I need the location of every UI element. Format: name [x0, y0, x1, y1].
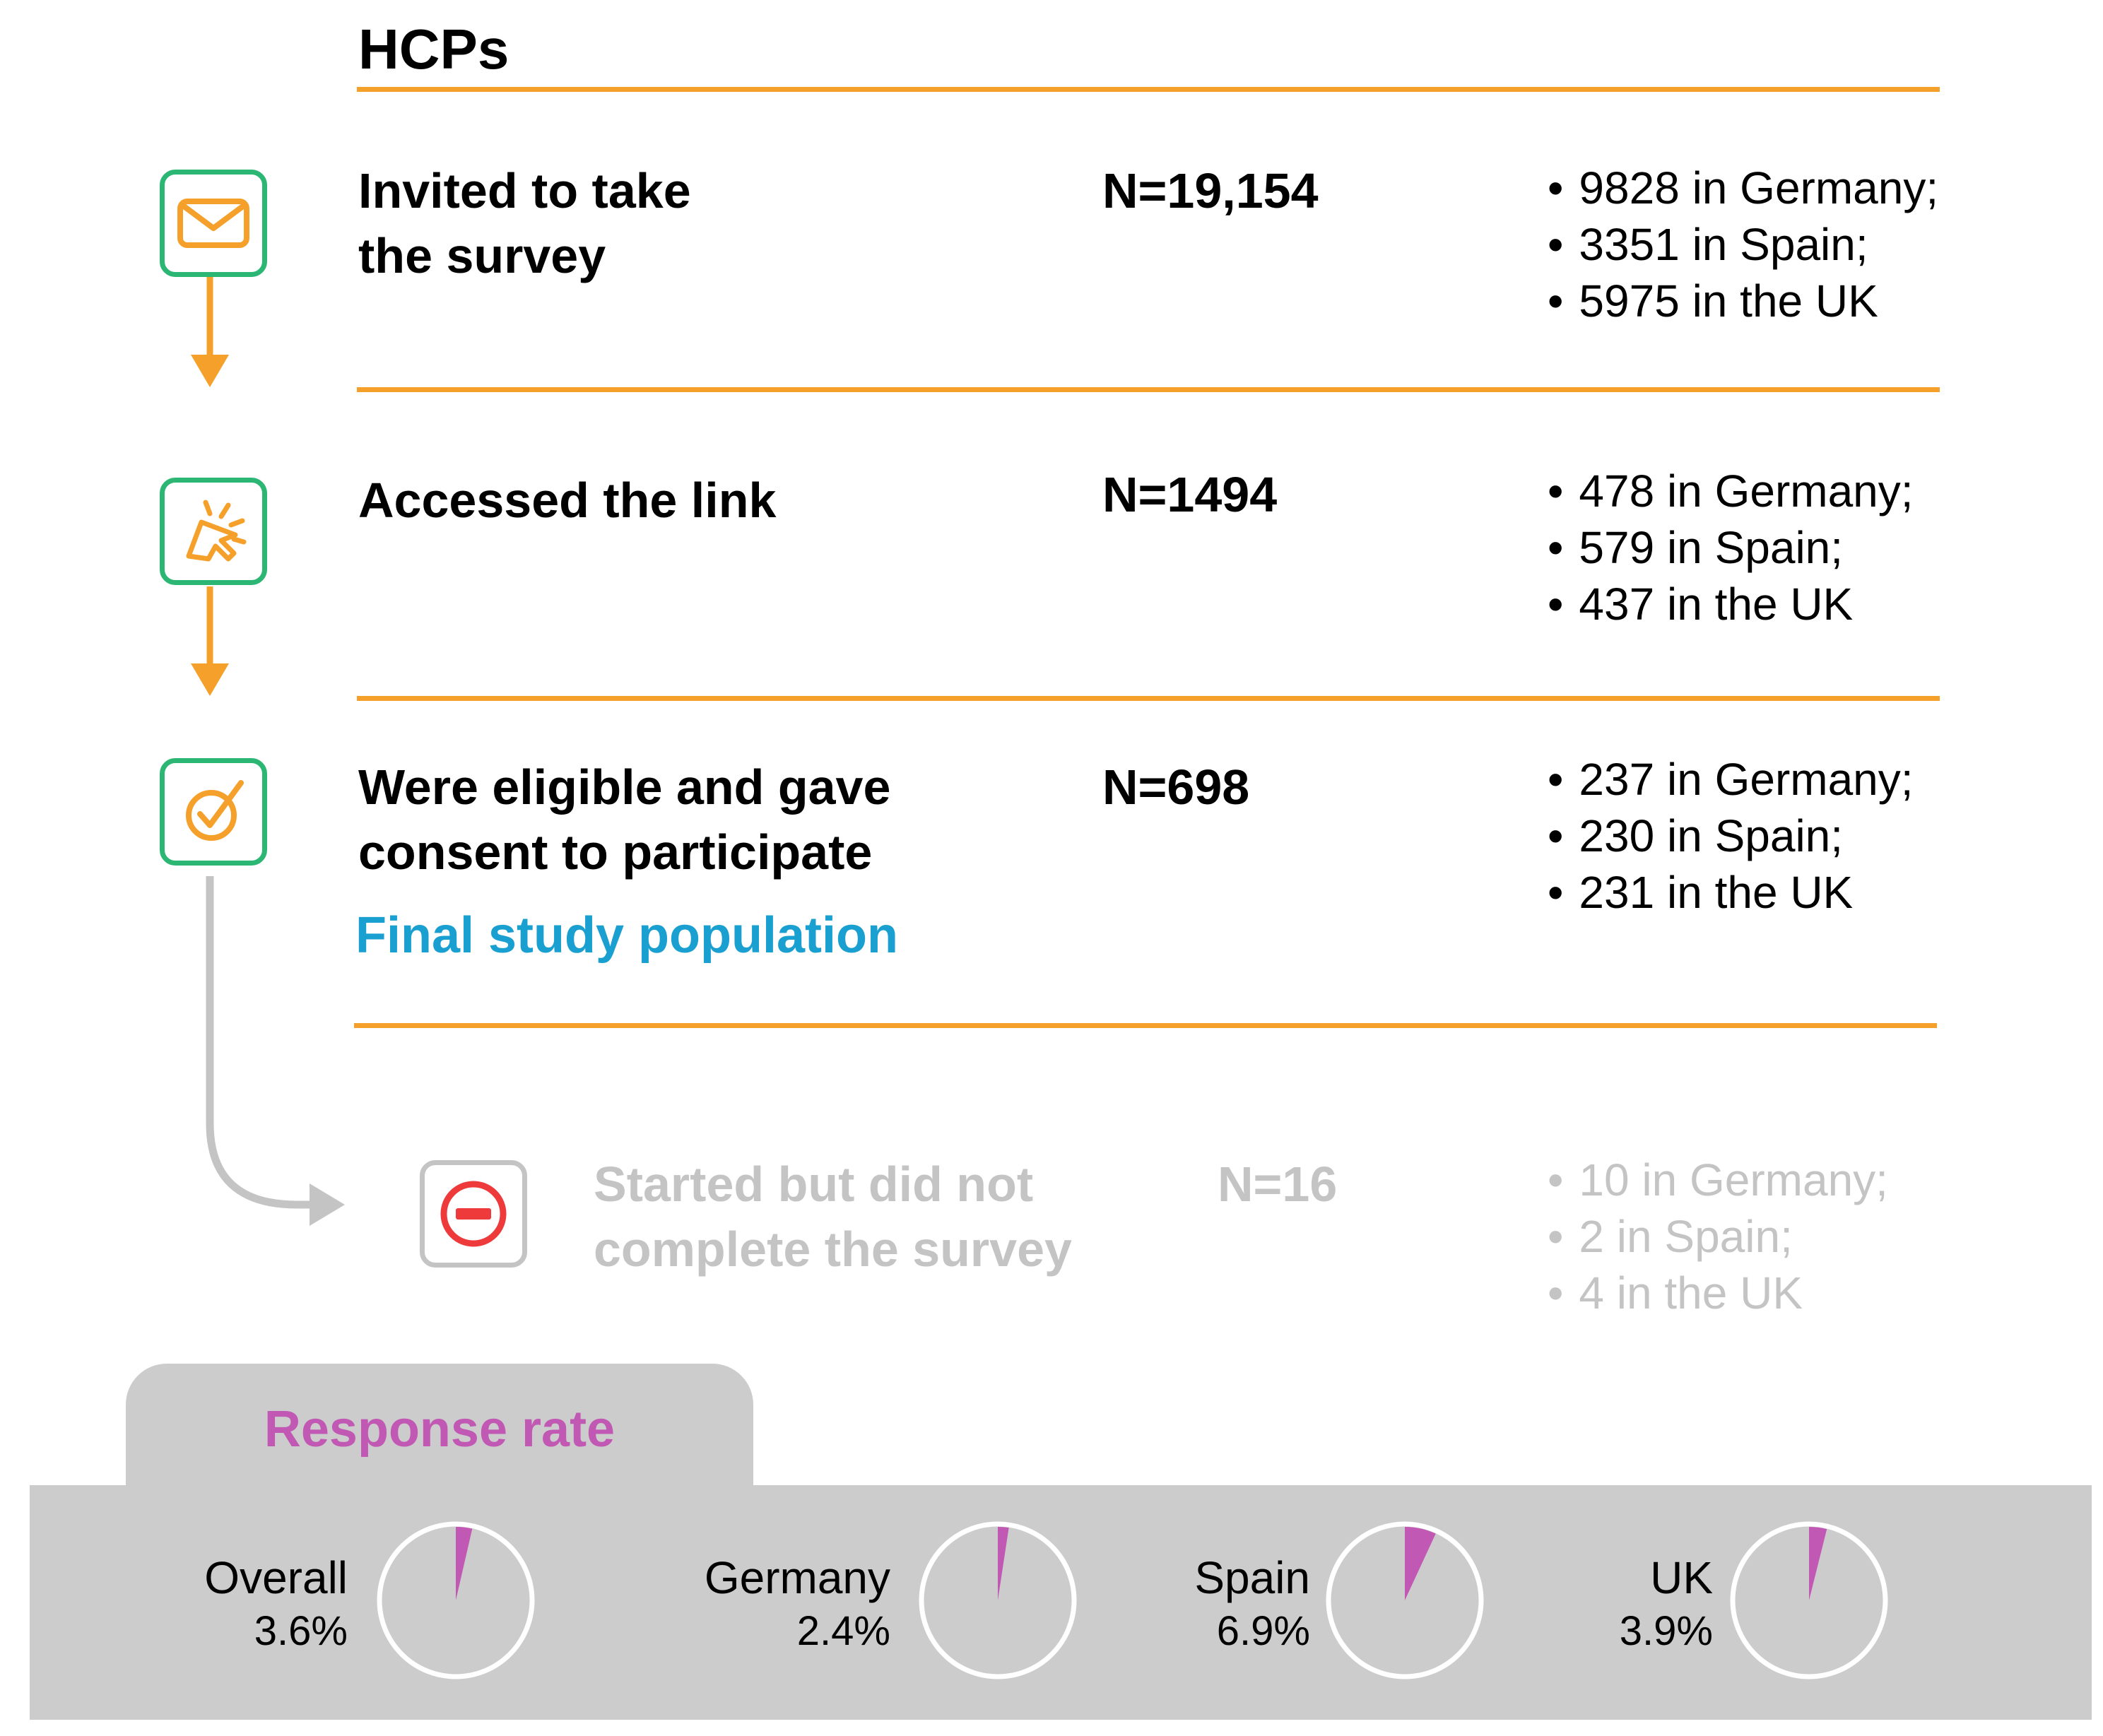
stage-eligible-breakdown: 237 in Germany; 230 in Spain; 231 in the…	[1548, 751, 1914, 921]
rate-value-spain: 6.9%	[1216, 1608, 1310, 1654]
divider-1	[357, 387, 1940, 392]
stage-accessed-breakdown: 478 in Germany; 579 in Spain; 437 in the…	[1548, 463, 1914, 632]
response-rate-title: Response rate	[264, 1401, 615, 1458]
stage-eligible-label-line1: Were eligible and gave	[358, 760, 891, 815]
rate-value-uk: 3.9%	[1619, 1608, 1713, 1654]
diagram-heading: HCPs	[358, 18, 509, 81]
pie-germany	[919, 1521, 1077, 1679]
pie-overall	[377, 1521, 535, 1679]
pie-spain	[1326, 1521, 1484, 1679]
envelope-icon	[160, 170, 267, 277]
divider-3	[354, 1023, 1937, 1028]
minus-circle-icon	[420, 1160, 527, 1268]
breakdown-item: 10 in Germany;	[1548, 1152, 1888, 1208]
rate-name-spain: Spain	[1194, 1552, 1310, 1603]
stage-invited-label-line1: Invited to take	[358, 163, 691, 218]
breakdown-item: 3351 in Spain;	[1548, 216, 1938, 273]
incomplete-count: N=16	[1218, 1157, 1338, 1212]
stage-invited-count: N=19,154	[1102, 163, 1319, 218]
incomplete-breakdown: 10 in Germany; 2 in Spain; 4 in the UK	[1548, 1152, 1888, 1321]
breakdown-item: 5975 in the UK	[1548, 273, 1938, 329]
pie-slice-uk	[1809, 1527, 1827, 1600]
breakdown-item: 230 in Spain;	[1548, 808, 1914, 864]
pie-ring	[1730, 1521, 1888, 1679]
stage-eligible-label-line2: consent to participate	[358, 825, 873, 880]
cursor-click-icon	[160, 478, 267, 585]
breakdown-item: 437 in the UK	[1548, 576, 1914, 632]
pie-uk	[1730, 1521, 1888, 1679]
pie-ring	[919, 1521, 1077, 1679]
arrow-accessed-to-eligible	[191, 586, 229, 696]
top-divider	[357, 87, 1940, 92]
pie-slice-overall	[456, 1527, 473, 1600]
breakdown-item: 579 in Spain;	[1548, 519, 1914, 576]
breakdown-item: 9828 in Germany;	[1548, 160, 1938, 216]
pie-slice-germany	[998, 1527, 1009, 1600]
arrow-invited-to-accessed	[191, 277, 229, 387]
response-rate-band	[30, 1485, 2092, 1720]
final-study-population-label: Final study population	[355, 907, 898, 964]
breakdown-item: 4 in the UK	[1548, 1265, 1888, 1321]
stage-eligible-count: N=698	[1102, 760, 1250, 815]
rate-value-germany: 2.4%	[796, 1608, 890, 1654]
breakdown-item: 478 in Germany;	[1548, 463, 1913, 519]
breakdown-item: 237 in Germany;	[1548, 751, 1913, 808]
arrow-to-incomplete	[206, 876, 345, 1226]
pie-ring	[1326, 1521, 1484, 1679]
breakdown-item: 231 in the UK	[1548, 864, 1914, 921]
stage-accessed-label: Accessed the link	[358, 473, 777, 528]
pie-ring	[377, 1521, 535, 1679]
rate-name-uk: UK	[1650, 1552, 1713, 1603]
rate-name-germany: Germany	[704, 1552, 890, 1603]
incomplete-label-line2: complete the survey	[594, 1222, 1072, 1277]
incomplete-label-line1: Started but did not	[594, 1157, 1034, 1212]
rate-name-overall: Overall	[204, 1552, 348, 1603]
stage-accessed-count: N=1494	[1102, 467, 1278, 522]
pie-slice-spain	[1405, 1527, 1436, 1600]
check-circle-icon	[160, 758, 267, 866]
stage-invited-label-line2: the survey	[358, 228, 606, 283]
divider-2	[357, 696, 1940, 701]
stage-invited-breakdown: 9828 in Germany; 3351 in Spain; 5975 in …	[1548, 160, 1938, 329]
rate-value-overall: 3.6%	[254, 1608, 348, 1654]
breakdown-item: 2 in Spain;	[1548, 1208, 1888, 1265]
response-rate-tab	[126, 1364, 753, 1491]
